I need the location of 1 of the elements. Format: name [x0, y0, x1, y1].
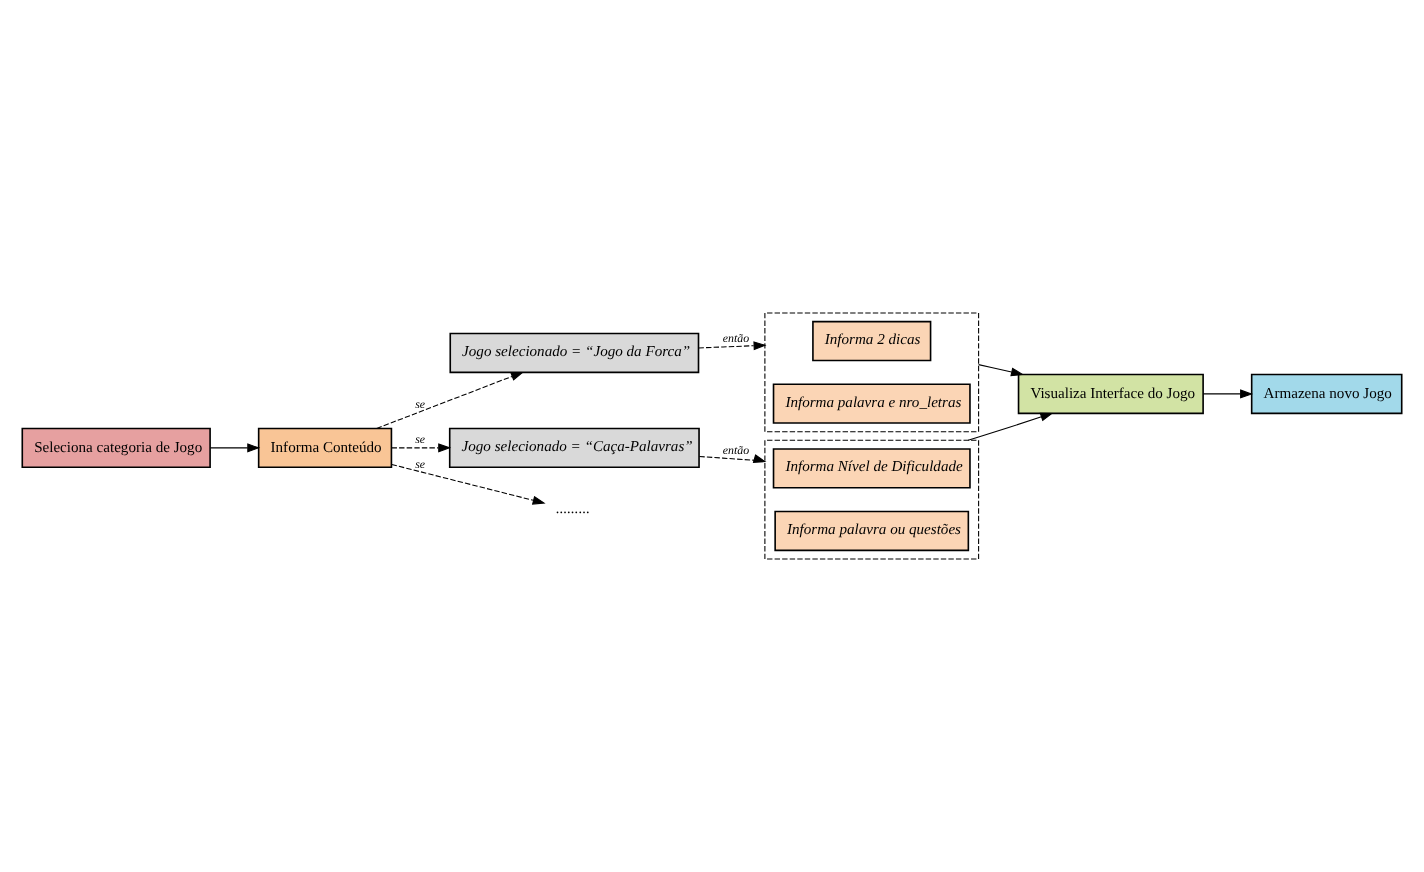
- node-text: .........: [556, 499, 590, 518]
